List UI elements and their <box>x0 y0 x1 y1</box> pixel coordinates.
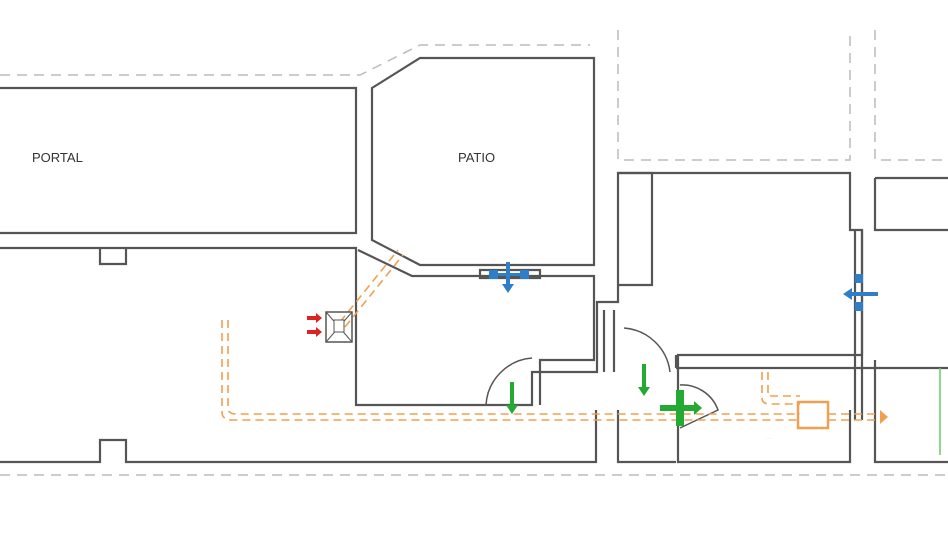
svg-text:· · ·: · · · <box>765 436 771 441</box>
extract-arrow-patio-icon <box>489 262 529 293</box>
supply-cross-icon <box>660 390 702 426</box>
property-boundaries <box>0 30 948 476</box>
air-intake-grille <box>325 311 353 343</box>
room-label-patio: PATIO <box>458 150 495 165</box>
intake-arrows-icon <box>307 313 322 337</box>
extract-arrow-right-icon <box>843 274 878 311</box>
room-label-portal: PORTAL <box>32 150 83 165</box>
ventilation-unit: · · · <box>765 400 888 441</box>
ventilation-ducts <box>221 249 880 421</box>
supply-arrow-icon <box>506 364 650 414</box>
walls <box>0 56 948 464</box>
